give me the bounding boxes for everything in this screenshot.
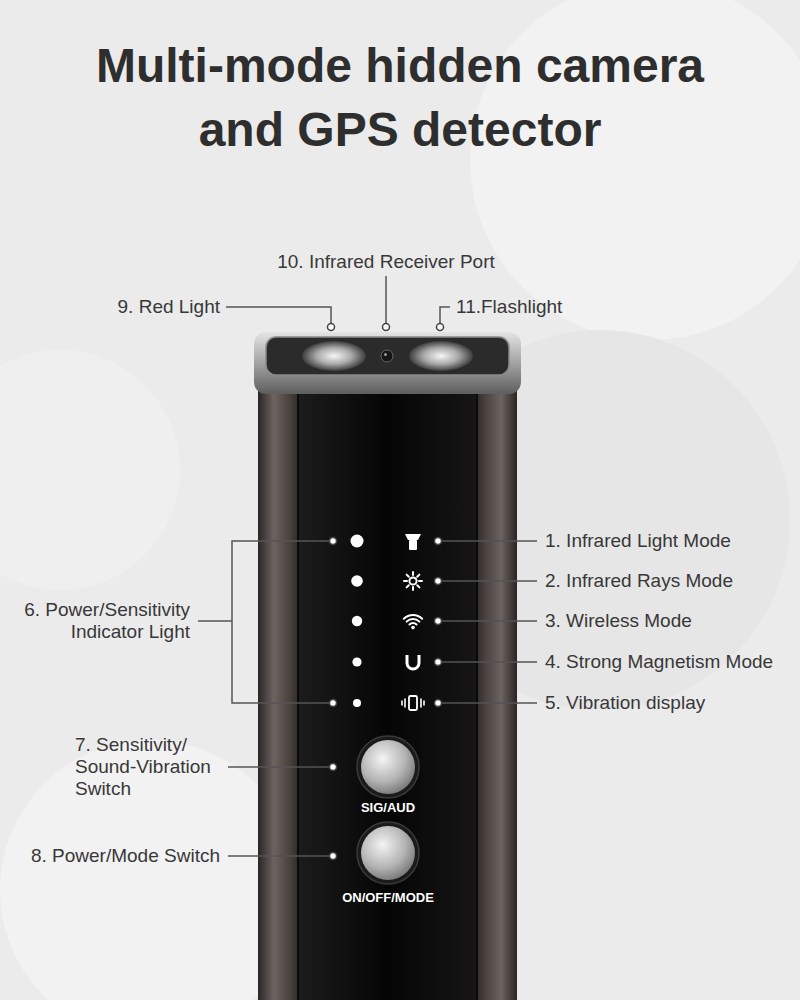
callout-label: 7. Sensitivity/ Sound-Vibration Switch [75,734,225,800]
callout-label: 5. Vibration display [545,692,705,714]
callout-label: 8. Power/Mode Switch [31,845,220,867]
button-label: SIG/AUD [361,801,415,816]
callout-label: 10. Infrared Receiver Port [277,251,495,273]
callout-label: 2. Infrared Rays Mode [545,570,733,592]
callout-label: 4. Strong Magnetism Mode [545,651,773,673]
callout-label: 9. Red Light [118,296,220,318]
callout-label: 6. Power/Sensitivity Indicator Light [5,599,190,643]
callout-label: 1. Infrared Light Mode [545,530,731,552]
button-label: ON/OFF/MODE [342,891,434,906]
callout-label: 11.Flashlight [456,296,562,318]
title: Multi-mode hidden camera and GPS detecto… [70,34,730,162]
callout-label: 3. Wireless Mode [545,610,692,632]
